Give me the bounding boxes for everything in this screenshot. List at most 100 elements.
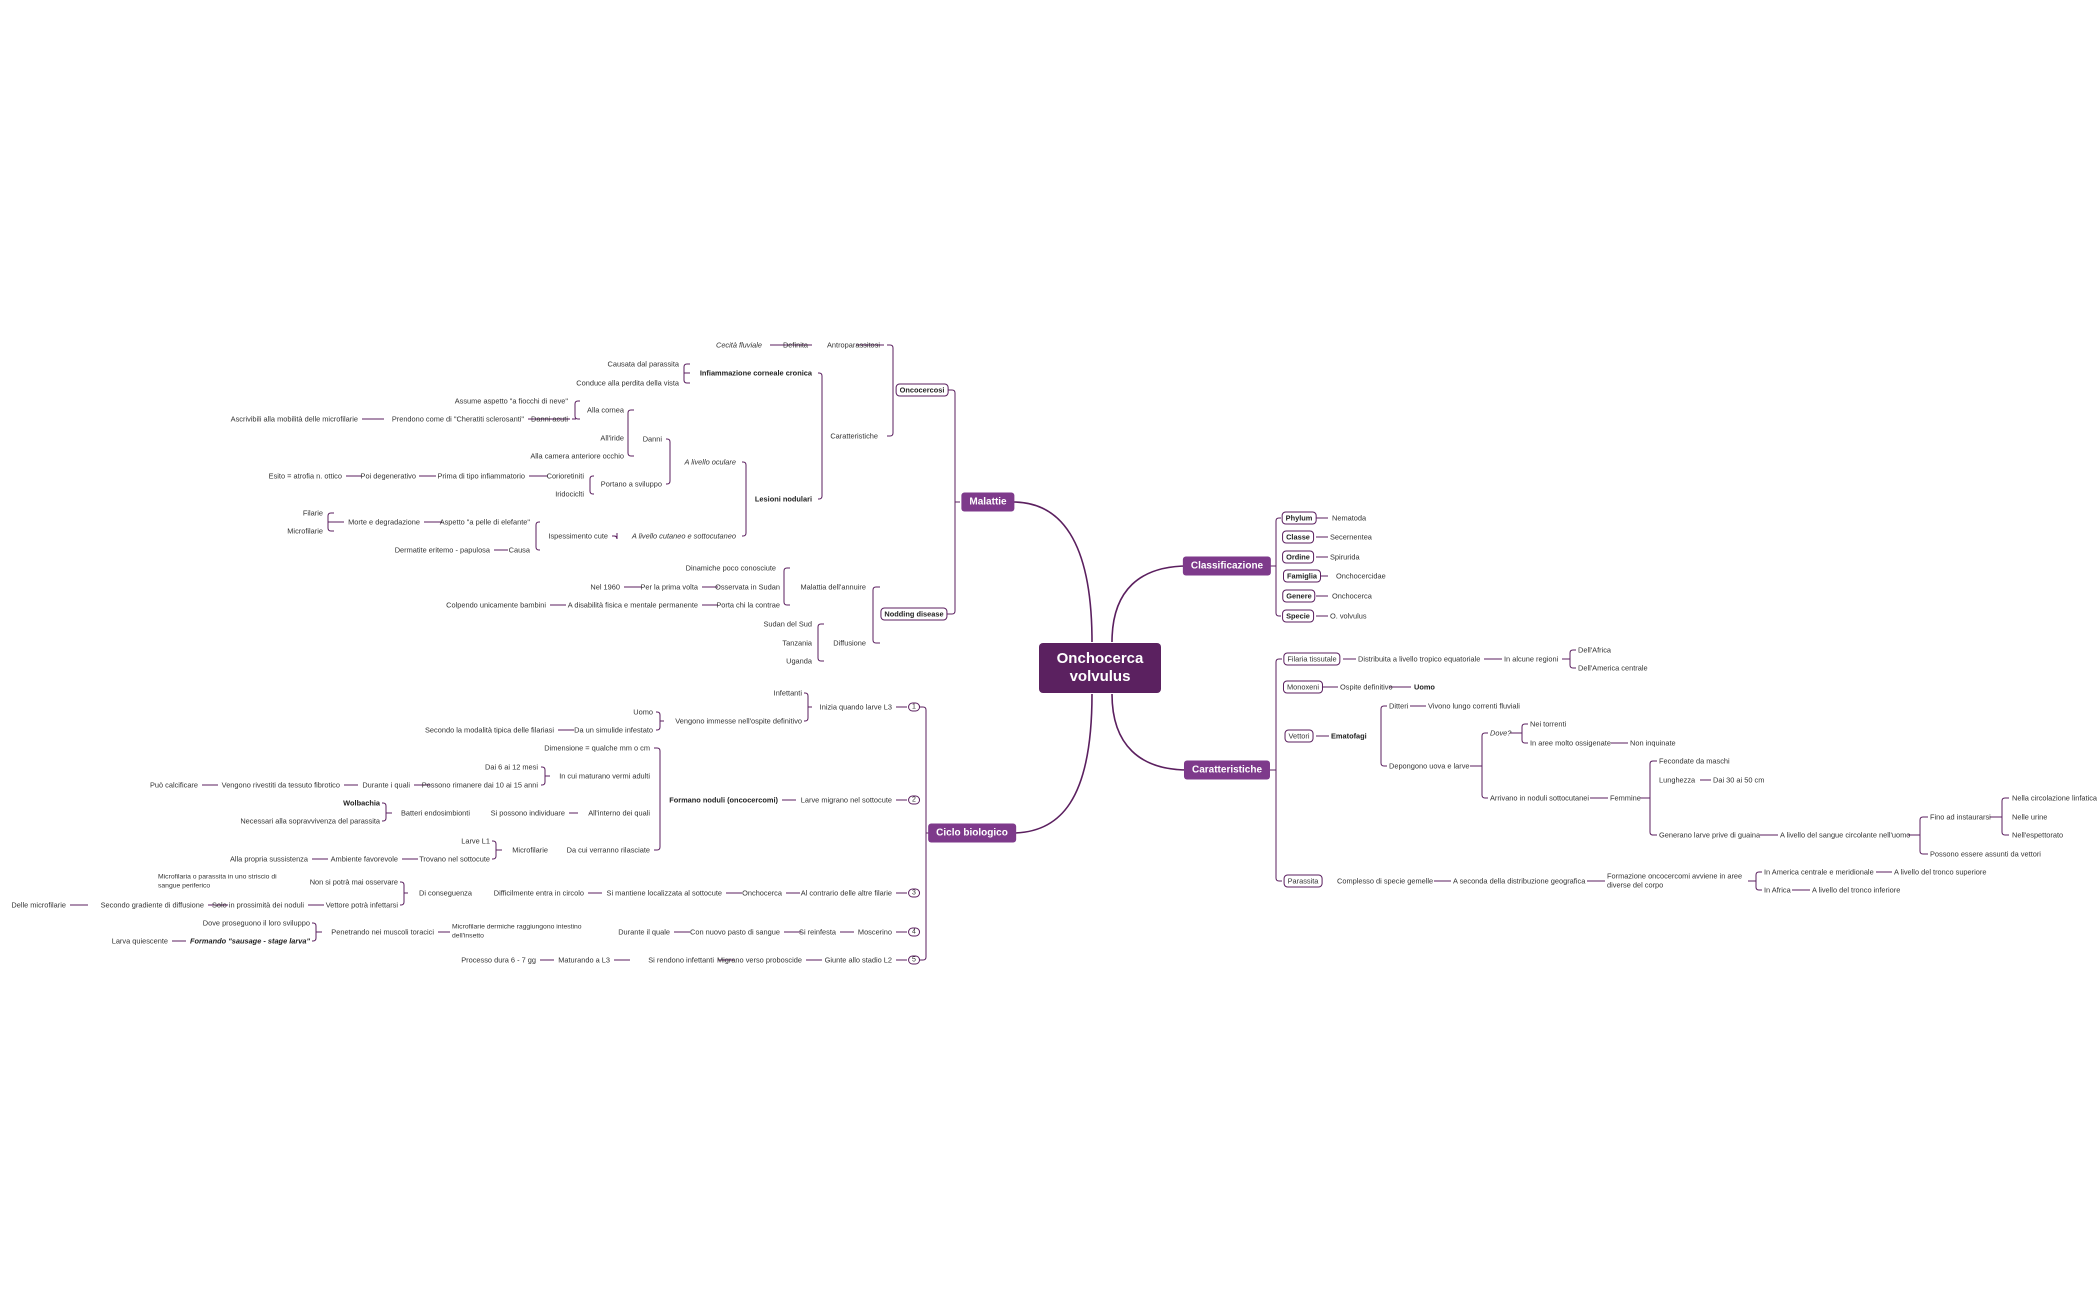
node-caratteristiche-onco[interactable]: Caratteristiche: [830, 431, 878, 441]
node-durante[interactable]: Durante i quali: [362, 780, 410, 790]
node-assume[interactable]: Assume aspetto "a fiocchi di neve": [454, 396, 568, 406]
node-specie[interactable]: Specie: [1282, 609, 1314, 623]
node-nuovo-pasto[interactable]: Con nuovo pasto di sangue: [690, 927, 780, 937]
node-processo[interactable]: Processo dura 6 - 7 gg: [461, 955, 536, 965]
node-da-cui[interactable]: Da cui verranno rilasciate: [566, 845, 650, 855]
node-filarie[interactable]: Filarie: [302, 508, 323, 518]
node-prima-tipo[interactable]: Prima di tipo infiammatorio: [437, 471, 526, 481]
node-spirurida[interactable]: Spirurida: [1330, 552, 1360, 562]
node-rendono[interactable]: Si rendono infettanti: [648, 955, 714, 965]
node-oncocercosi[interactable]: Oncocercosi: [895, 383, 949, 397]
node-poi-degenerativo[interactable]: Poi degenerativo: [360, 471, 416, 481]
node-vivono[interactable]: Vivono lungo correnti fluviali: [1428, 701, 1520, 711]
node-possono-rimanere[interactable]: Possono rimanere dai 10 ai 15 anni: [421, 780, 538, 790]
node-livello-cutaneo[interactable]: A livello cutaneo e sottocutaneo: [631, 531, 736, 541]
node-uomo[interactable]: Uomo: [1414, 682, 1435, 692]
node-conseguenza[interactable]: Di conseguenza: [418, 888, 472, 898]
node-interno[interactable]: All'interno dei quali: [588, 808, 650, 818]
step-5[interactable]: 5: [908, 955, 920, 965]
node-uganda[interactable]: Uganda: [786, 656, 812, 666]
node-circolazione[interactable]: Nella circolazione linfatica: [2012, 793, 2098, 803]
node-tanzania[interactable]: Tanzania: [782, 638, 812, 648]
branch-malattie[interactable]: Malattie: [961, 492, 1015, 512]
node-penetrando[interactable]: Penetrando nei muscoli toracici: [331, 927, 434, 937]
node-causa[interactable]: Causa: [508, 545, 530, 555]
node-alliride[interactable]: All'iride: [600, 433, 624, 443]
node-monoxeni[interactable]: Monoxeni: [1282, 680, 1324, 694]
node-individuare[interactable]: Si possono individuare: [490, 808, 565, 818]
node-delle-micro[interactable]: Delle microfilarie: [11, 900, 66, 910]
node-nodding[interactable]: Nodding disease: [880, 607, 948, 621]
node-livello-sangue[interactable]: A livello del sangue circolante nell'uom…: [1780, 830, 1911, 840]
node-quiescente[interactable]: Larva quiescente: [111, 936, 168, 946]
node-classe[interactable]: Classe: [1282, 530, 1314, 544]
node-alla-cornea[interactable]: Alla cornea: [587, 405, 624, 415]
node-femmine[interactable]: Femmine: [1610, 793, 1641, 803]
node-vengono-immesse[interactable]: Vengono immesse nell'ospite definitivo: [675, 716, 802, 726]
node-parassita[interactable]: Parassita: [1283, 874, 1323, 888]
node-assunti[interactable]: Possono essere assunti da vettori: [1930, 849, 2041, 859]
node-osservata[interactable]: Osservata in Sudan: [715, 582, 780, 592]
node-da-simulide[interactable]: Da un simulide infestato: [574, 725, 653, 735]
node-necessari[interactable]: Necessari alla sopravvivenza del parassi…: [240, 816, 380, 826]
node-dimensione[interactable]: Dimensione = qualche mm o cm: [544, 743, 650, 753]
step-4[interactable]: 4: [908, 927, 920, 937]
node-larve-migrano[interactable]: Larve migrano nel sottocute: [800, 795, 892, 805]
node-sudan-sud[interactable]: Sudan del Sud: [763, 619, 813, 629]
node-modalita[interactable]: Secondo la modalità tipica delle filaria…: [425, 725, 554, 735]
node-non-potra[interactable]: Non si potrà mai osservare: [309, 877, 398, 887]
node-rivestiti[interactable]: Vengono rivestiti da tessuto fibrotico: [221, 780, 340, 790]
node-secernentea[interactable]: Secernentea: [1330, 532, 1372, 542]
node-onchocercidae[interactable]: Onchocercidae: [1336, 571, 1386, 581]
step-1[interactable]: 1: [908, 702, 920, 712]
node-in-cui[interactable]: In cui maturano vermi adulti: [559, 771, 650, 781]
node-ambiente[interactable]: Ambiente favorevole: [330, 854, 398, 864]
node-vettore[interactable]: Vettore potrà infettarsi: [325, 900, 398, 910]
node-microfilarie-dermiche[interactable]: Microfilarie dermiche raggiungono intest…: [452, 923, 582, 940]
node-lunghezza[interactable]: Lunghezza: [1659, 775, 1696, 785]
node-durante-quale[interactable]: Durante il quale: [618, 927, 670, 937]
node-definita[interactable]: Definita: [782, 340, 808, 350]
node-prendono[interactable]: Prendono come di "Cheratiti sclerosanti": [391, 414, 524, 424]
node-formano[interactable]: Formano noduli (oncocercomi): [669, 795, 778, 805]
node-in-africa[interactable]: In Africa: [1764, 885, 1791, 895]
node-reinfesta[interactable]: Si reinfesta: [799, 927, 836, 937]
node-america[interactable]: Dell'America centrale: [1578, 663, 1648, 673]
node-microfilarie-ciclo[interactable]: Microfilarie: [512, 845, 548, 855]
node-gradiente[interactable]: Secondo gradiente di diffusione: [100, 900, 204, 910]
node-tronco-sup[interactable]: A livello del tronco superiore: [1894, 867, 1987, 877]
node-formando[interactable]: Formando "sausage - stage larva": [190, 936, 310, 946]
node-ascrivibili[interactable]: Ascrivibili alla mobilità delle microfil…: [230, 414, 358, 424]
node-dove[interactable]: Dove?: [1490, 728, 1512, 738]
node-trovano[interactable]: Trovano nel sottocute: [419, 854, 490, 864]
branch-classificazione[interactable]: Classificazione: [1182, 556, 1272, 576]
node-fino[interactable]: Fino ad instaurarsi: [1930, 812, 1991, 822]
node-vettori[interactable]: Vettori: [1284, 729, 1314, 743]
node-uomo-ciclo[interactable]: Uomo: [633, 707, 653, 717]
node-lesioni[interactable]: Lesioni nodulari: [754, 494, 812, 504]
node-dermatite[interactable]: Dermatite eritemo - papulosa: [394, 545, 490, 555]
node-migrano[interactable]: Migrano verso proboscide: [716, 955, 802, 965]
node-contrario[interactable]: Al contrario delle altre filarie: [800, 888, 892, 898]
node-depongono[interactable]: Depongono uova e larve: [1389, 761, 1470, 771]
node-non-inquinate[interactable]: Non inquinate: [1630, 738, 1676, 748]
node-difficilmente[interactable]: Difficilmente entra in circolo: [493, 888, 584, 898]
node-calcificare[interactable]: Può calcificare: [149, 780, 198, 790]
node-danni[interactable]: Danni: [642, 434, 662, 444]
node-colpendo[interactable]: Colpendo unicamente bambini: [446, 600, 546, 610]
node-inizia[interactable]: Inizia quando larve L3: [819, 702, 892, 712]
step-3[interactable]: 3: [908, 888, 920, 898]
node-mantiene[interactable]: Si mantiene localizzata al sottocute: [606, 888, 722, 898]
node-moscerino[interactable]: Moscerino: [857, 927, 892, 937]
node-fecondate[interactable]: Fecondate da maschi: [1659, 756, 1730, 766]
node-porta[interactable]: Porta chi la contrae: [716, 600, 780, 610]
node-sussistenza[interactable]: Alla propria sussistenza: [229, 854, 308, 864]
node-microfilaria-striscio[interactable]: Microfilaria o parassita in uno striscio…: [158, 873, 277, 890]
node-disabilita[interactable]: A disabilità fisica e mentale permanente: [567, 600, 698, 610]
node-danni-acuti[interactable]: Danni acuti: [531, 414, 568, 424]
branch-ciclo-biologico[interactable]: Ciclo biologico: [928, 823, 1016, 843]
branch-caratteristiche[interactable]: Caratteristiche: [1183, 760, 1271, 780]
node-cecita-fluviale[interactable]: Cecità fluviale: [715, 340, 762, 350]
node-camera[interactable]: Alla camera anteriore occhio: [530, 451, 624, 461]
node-ordine[interactable]: Ordine: [1282, 550, 1314, 564]
